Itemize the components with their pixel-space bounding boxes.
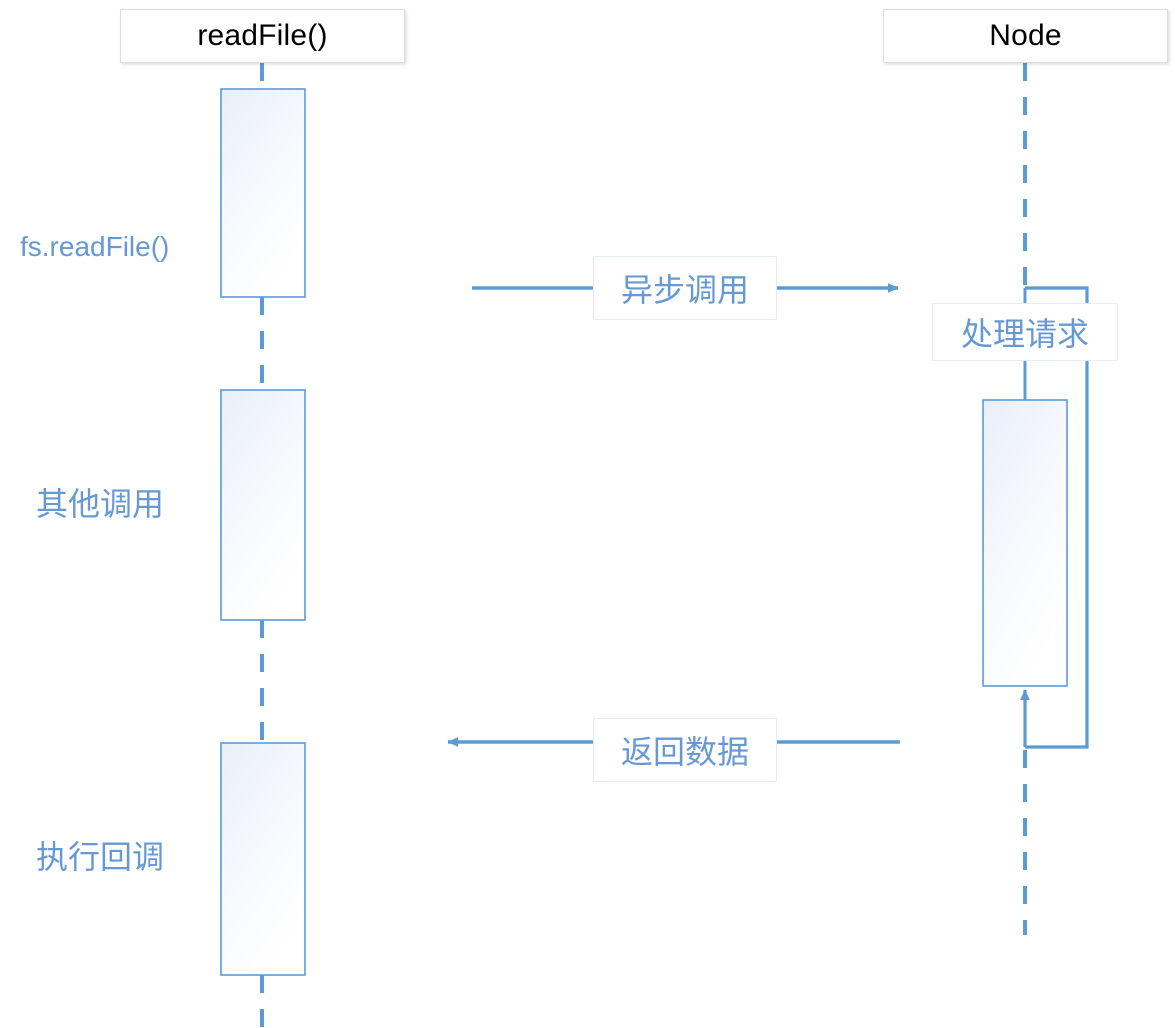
participant-node-label: Node [989, 19, 1062, 52]
message-label-handle-request-text: 处理请求 [960, 316, 1089, 352]
message-label-return-data[interactable]: 返回数据 [593, 718, 777, 782]
message-arrow-handle-request [1020, 286, 1089, 749]
annotation-exec-callback: 执行回调 [36, 839, 165, 875]
message-label-async-call-text: 异步调用 [620, 272, 749, 308]
annotation-other-calls: 其他调用 [36, 486, 165, 522]
message-label-async-call[interactable]: 异步调用 [593, 256, 777, 320]
message-label-handle-request[interactable]: 处理请求 [932, 303, 1118, 361]
activation-readfile-2 [220, 389, 306, 621]
participant-node[interactable]: Node [883, 9, 1168, 63]
message-label-return-data-text: 返回数据 [620, 734, 749, 770]
participant-readfile-label: readFile() [197, 19, 328, 52]
participant-readfile[interactable]: readFile() [120, 9, 405, 63]
message-handle-request-loop [1025, 286, 1089, 749]
activation-readfile-1 [220, 88, 306, 298]
annotation-fs-readfile: fs.readFile() [20, 231, 170, 262]
activation-node-1 [982, 399, 1068, 687]
activation-readfile-3 [220, 742, 306, 976]
